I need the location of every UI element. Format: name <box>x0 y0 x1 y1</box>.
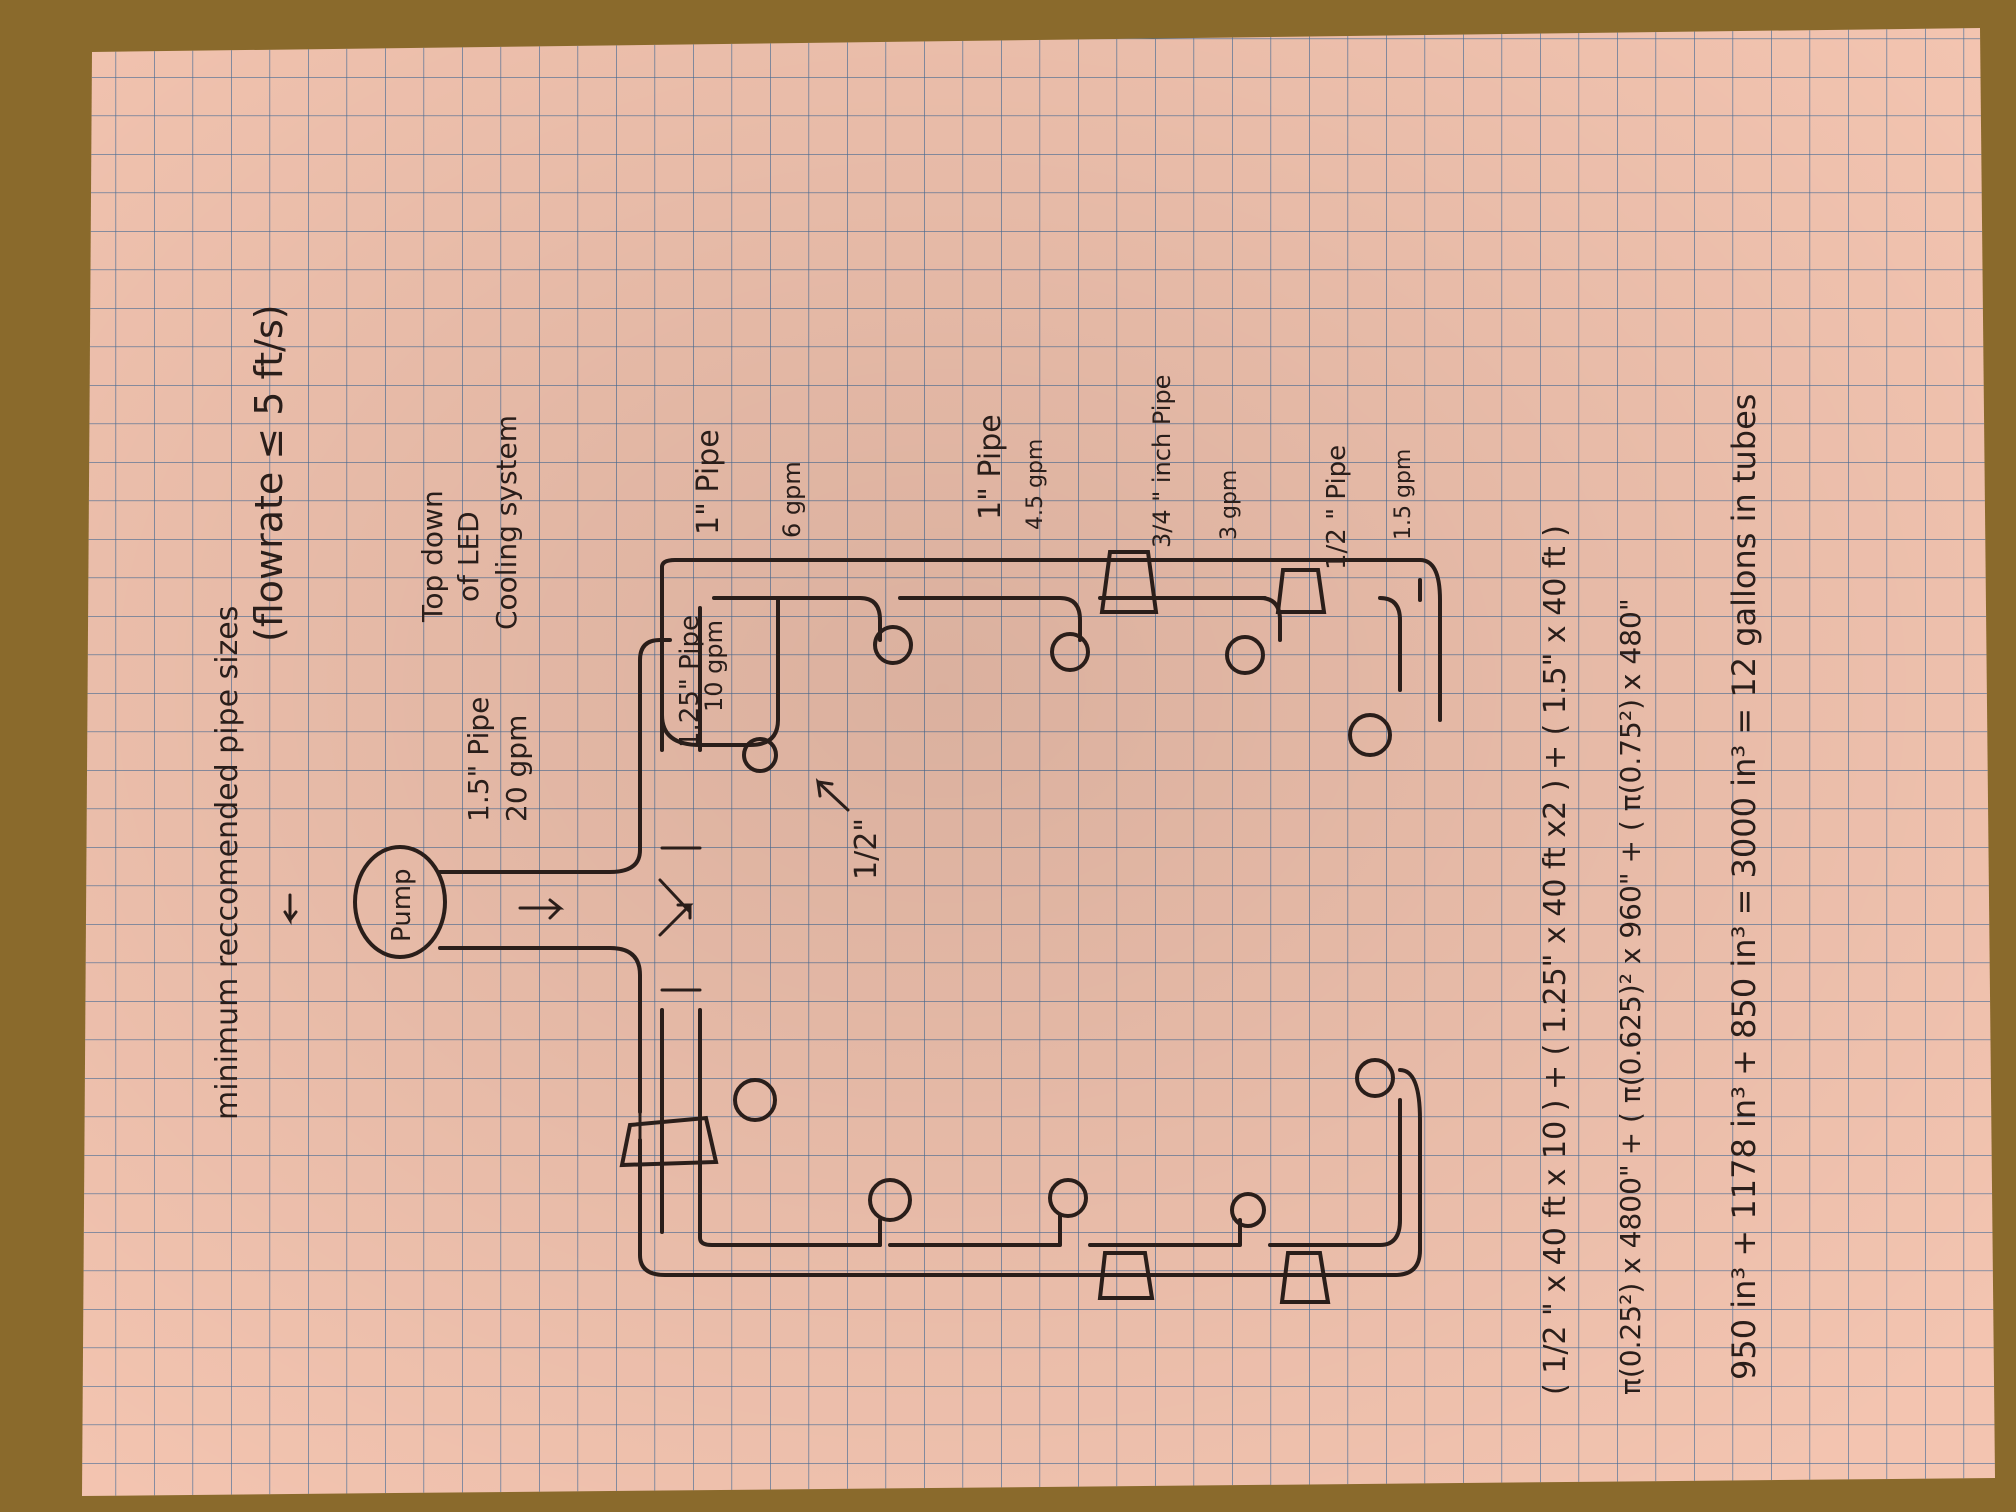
reducer-flow: 3 gpm <box>1217 470 1242 540</box>
description-line-2: of LED <box>452 511 485 602</box>
main-pipe-flow: 20 gpm <box>500 715 533 822</box>
calc-line-3: 950 in³ + 1178 in³ + 850 in³ = 3000 in³ … <box>1725 394 1763 1380</box>
outer-a-size: 1" Pipe <box>691 429 726 535</box>
pump-label: Pump <box>387 868 417 942</box>
constraint-text: (flowrate ≤ 5 ft/s) <box>247 304 291 642</box>
branch-pipe-flow: 10 gpm <box>700 620 728 712</box>
final-size: 1/2 " Pipe <box>1322 445 1352 570</box>
description-line-1: Top down <box>416 490 449 623</box>
heading-text: minimum reccomended pipe sizes <box>210 606 245 1120</box>
reducer-size: 3/4 " inch Pipe <box>1148 375 1176 548</box>
tee-label: 1/2" <box>849 818 884 880</box>
description-line-3: Cooling system <box>490 415 523 630</box>
outer-b-flow: 4.5 gpm <box>1023 439 1048 530</box>
calc-line-2: π(0.25²) x 4800" + ( π(0.625)² x 960" + … <box>1614 598 1647 1395</box>
main-pipe-size: 1.5" Pipe <box>462 697 495 822</box>
outer-a-flow: 6 gpm <box>778 461 806 538</box>
final-flow: 1.5 gpm <box>1391 449 1416 540</box>
calc-line-1: ( 1/2 " x 40 ft x 10 ) + ( 1.25" x 40 ft… <box>1538 525 1573 1395</box>
outer-b-size: 1" Pipe <box>973 414 1008 520</box>
